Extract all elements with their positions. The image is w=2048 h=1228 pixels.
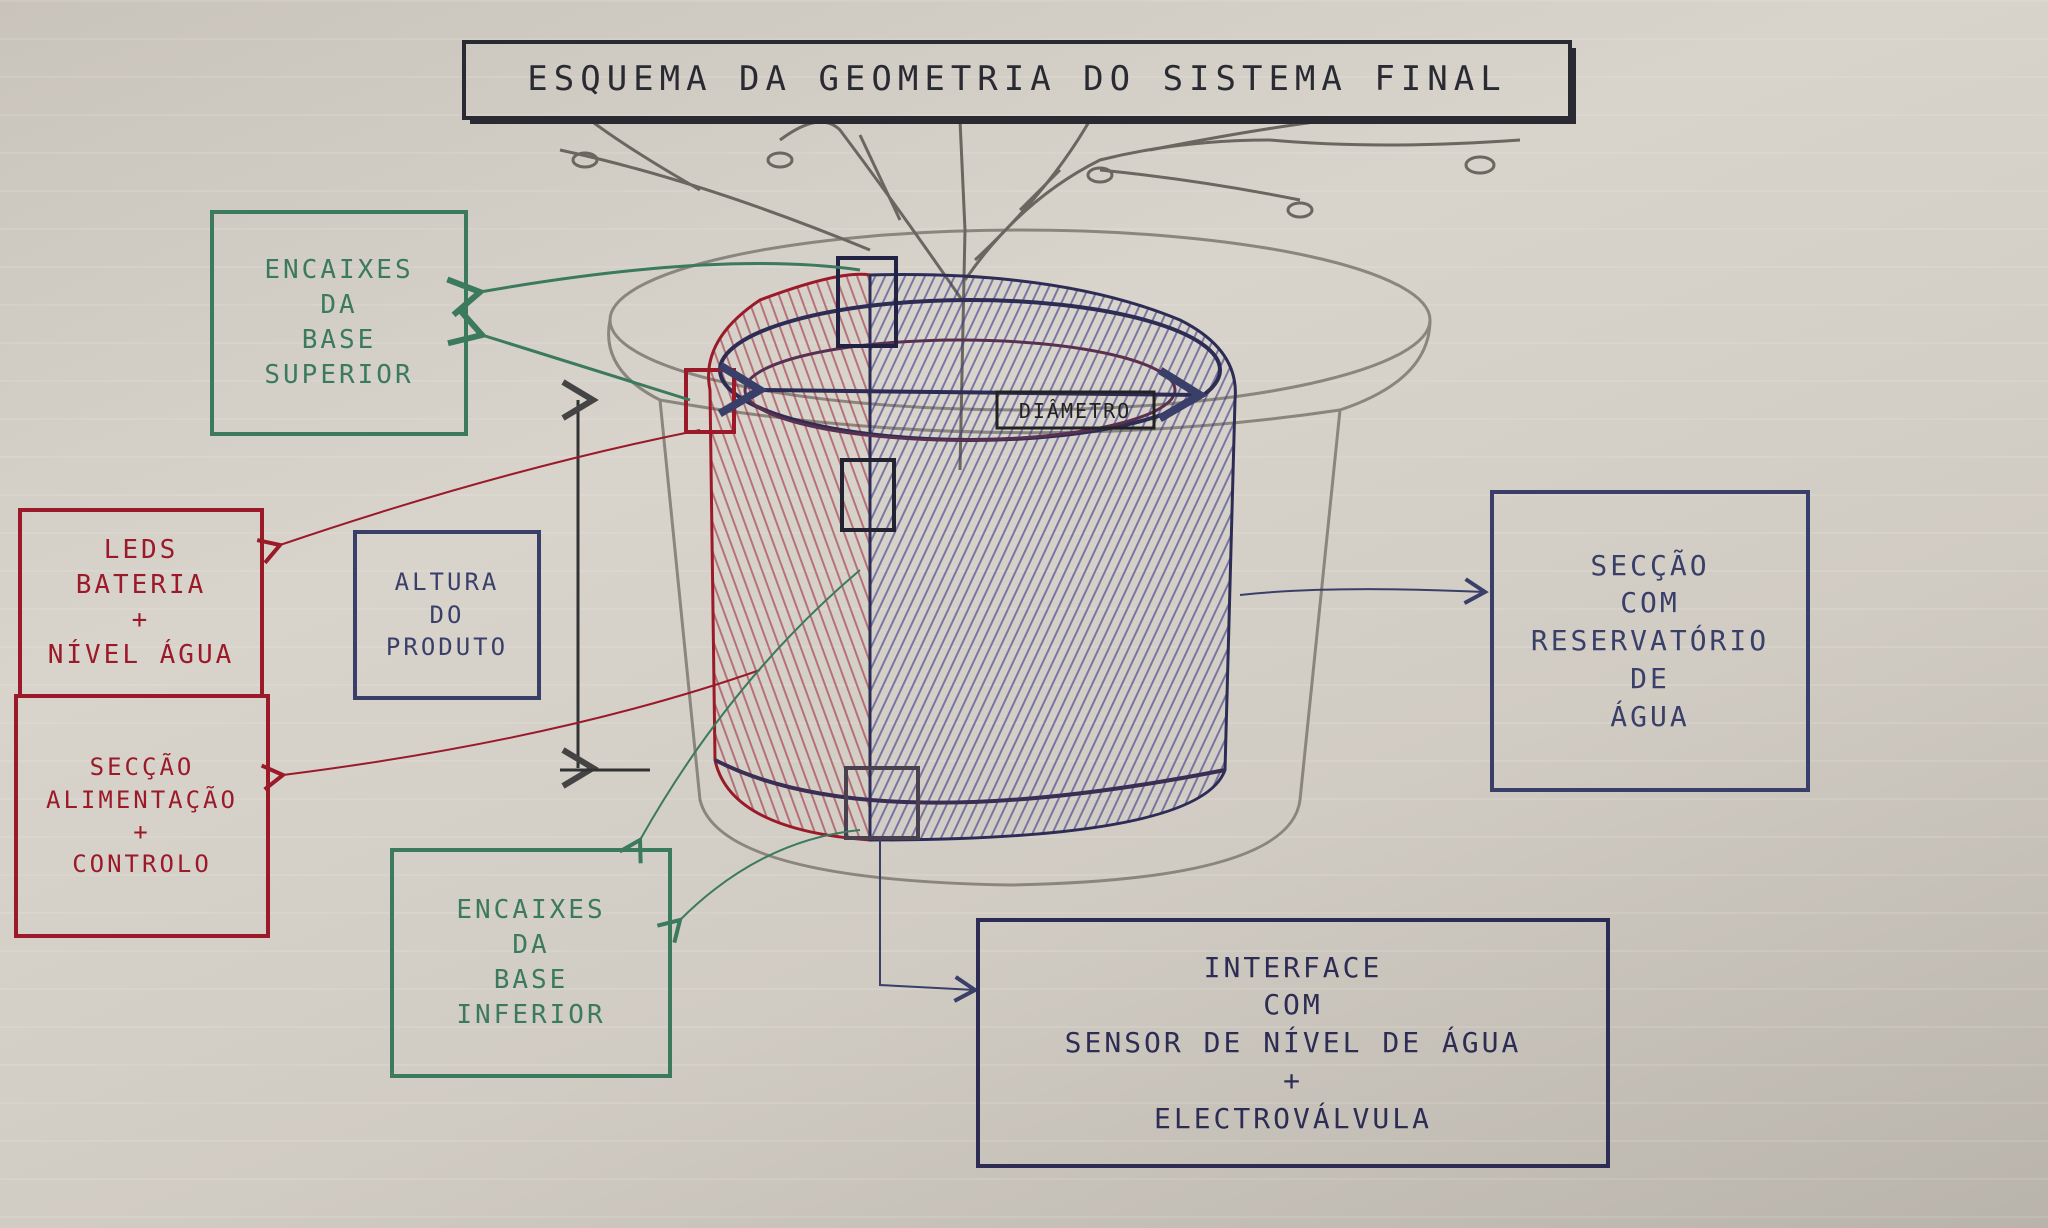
plant-branches-icon [559,118,1521,471]
diagram-title: ESQUEMA DA GEOMETRIA DO SISTEMA FINAL [462,40,1572,120]
box-altura: ALTURA DO PRODUTO [353,530,541,700]
box-interface: INTERFACE COM SENSOR DE NÍVEL DE ÁGUA + … [976,918,1610,1168]
arrow-encaixes-superior-2 [447,306,691,402]
arrow-reservatorio [1239,577,1489,605]
diameter-label: DIÂMETRO [1019,399,1131,423]
diameter-arrow [717,362,1208,422]
arrow-alimentacao [260,669,761,791]
arrow-encaixes-inferior-2 [656,829,861,944]
box-encaixes-superior: ENCAIXES DA BASE SUPERIOR [210,210,468,436]
box-encaixes-inferior: ENCAIXES DA BASE INFERIOR [390,848,672,1078]
box-reservatorio: SECÇÃO COM RESERVATÓRIO DE ÁGUA [1490,490,1810,792]
title-text: ESQUEMA DA GEOMETRIA DO SISTEMA FINAL [527,59,1507,100]
arrow-encaixes-superior-1 [446,262,861,318]
cylinder-product-icon [684,256,1237,842]
arrow-leds [256,429,701,565]
arrow-interface [879,840,979,1003]
arrow-encaixes-inferior-1 [618,569,861,864]
box-leds: LEDS BATERIA + NÍVEL ÁGUA [18,508,264,698]
box-alimentacao: SECÇÃO ALIMENTAÇÃO + CONTROLO [14,694,270,938]
